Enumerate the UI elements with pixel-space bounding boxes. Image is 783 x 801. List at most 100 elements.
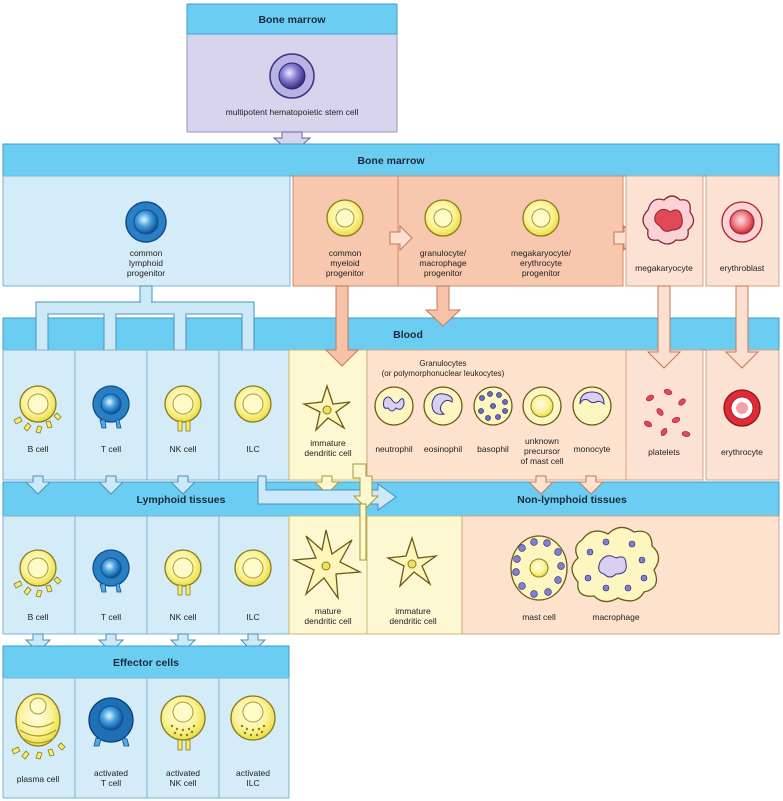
gmp-label-2: macrophage — [419, 258, 467, 268]
tissue-nk-cell-label: NK cell — [170, 612, 197, 622]
activated-t-icon — [88, 697, 134, 747]
gmp-icon — [424, 199, 462, 237]
gmp-label-3: progenitor — [424, 268, 462, 278]
mature-dc-label-2: dendritic cell — [304, 616, 351, 626]
clp-label-3: progenitor — [127, 268, 165, 278]
arrow-dc-passthrough — [352, 463, 380, 509]
blood-b-cell-icon — [13, 385, 62, 434]
blood-nk-cell-icon — [164, 385, 202, 432]
blood-to-tissue-arrows — [24, 475, 197, 495]
clp-label-2: lymphoid — [129, 258, 163, 268]
erythroblast-icon — [721, 201, 763, 243]
mature-dc-label-1: mature — [315, 606, 342, 616]
megakaryocyte-icon — [642, 195, 695, 245]
stem-cell-icon — [269, 53, 315, 99]
plasma-cell-icon — [11, 693, 66, 760]
arrow-mast-to-tissue — [527, 475, 555, 495]
tissue-t-cell-icon — [92, 549, 130, 593]
erythroblast-label: erythroblast — [720, 263, 765, 273]
basophil-label: basophil — [477, 444, 509, 454]
mast-cell-icon — [510, 535, 568, 601]
megakaryocyte-label: megakaryocyte — [635, 263, 693, 273]
blood-t-cell-icon — [92, 385, 130, 429]
bone-marrow-header — [2, 143, 780, 177]
bone-marrow-title: Bone marrow — [357, 155, 425, 167]
mast-precursor-label-1: unknown — [525, 436, 559, 446]
blood-t-cell-label: T cell — [101, 444, 121, 454]
tissue-ilc-label: ILC — [246, 612, 259, 622]
effector-header — [2, 645, 290, 679]
effector-title: Effector cells — [113, 657, 179, 669]
macrophage-icon — [571, 526, 660, 603]
blood-b-cell-label: B cell — [28, 444, 49, 454]
tissue-t-cell-label: T cell — [101, 612, 121, 622]
mast-precursor-icon — [522, 386, 562, 426]
tissue-immature-dc-panel — [366, 515, 463, 635]
erythrocyte-icon — [723, 389, 761, 427]
bone-marrow-top-title: Bone marrow — [258, 14, 326, 26]
monocyte-icon — [572, 386, 612, 426]
tissue-immature-dc-icon — [385, 535, 439, 588]
mep-label-2: erythrocyte — [520, 258, 562, 268]
blood-immature-dc-label-2: dendritic cell — [304, 448, 351, 458]
mast-precursor-label-3: of mast cell — [521, 456, 564, 466]
clp-icon — [125, 201, 167, 243]
platelets-icon — [644, 388, 691, 437]
granulocytes-title-2: (or polymorphonuclear leukocytes) — [382, 369, 505, 378]
lymphoid-tissues-title: Lymphoid tissues — [137, 494, 226, 506]
blood-nk-cell-label: NK cell — [170, 444, 197, 454]
activated-ilc-icon — [230, 695, 276, 741]
arrow-erythroblast-to-erythrocyte — [724, 285, 760, 369]
erythrocyte-label: erythrocyte — [721, 447, 763, 457]
eosinophil-label: eosinophil — [424, 444, 462, 454]
tissue-b-cell-icon — [13, 549, 62, 598]
mature-dc-icon — [291, 529, 363, 601]
tissue-nk-cell-icon — [164, 549, 202, 596]
tissue-immature-dc-label-2: dendritic cell — [389, 616, 436, 626]
cmp-label-1: common — [329, 248, 362, 258]
clp-label-1: common — [130, 248, 163, 258]
monocyte-label: monocyte — [574, 444, 611, 454]
cmp-label-3: progenitor — [326, 268, 364, 278]
activated-nk-label-2: NK cell — [170, 778, 197, 788]
blood-ilc-label: ILC — [246, 444, 259, 454]
dc-vertical-connector — [359, 503, 367, 561]
tissue-immature-dc-label-1: immature — [395, 606, 431, 616]
activated-ilc-label-1: activated — [236, 768, 270, 778]
blood-header — [2, 317, 780, 351]
activated-nk-icon — [160, 695, 206, 751]
tissue-ilc-icon — [234, 549, 272, 587]
tissue-b-cell-label: B cell — [28, 612, 49, 622]
arrow-megakaryocyte-to-platelets — [646, 285, 682, 369]
blood-ilc-icon — [234, 385, 272, 423]
activated-nk-label-1: activated — [166, 768, 200, 778]
blood-immature-dc-icon — [301, 383, 351, 433]
gmp-label-1: granulocyte/ — [420, 248, 467, 258]
activated-t-label-2: T cell — [101, 778, 121, 788]
non-lymphoid-tissues-title: Non-lymphoid tissues — [517, 494, 627, 506]
eosinophil-icon — [423, 386, 463, 426]
neutrophil-label: neutrophil — [375, 444, 412, 454]
basophil-icon — [473, 386, 513, 426]
activated-t-label-1: activated — [94, 768, 128, 778]
blood-platelets-panel — [625, 349, 704, 481]
mast-cell-label: mast cell — [522, 612, 556, 622]
arrow-dc-to-tissue — [313, 475, 341, 495]
cmp-icon — [326, 199, 364, 237]
bone-marrow-top-header — [186, 3, 398, 35]
granulocytes-title-1: Granulocytes — [419, 359, 466, 368]
arrow-cmp-to-blood — [324, 285, 360, 367]
plasma-cell-label: plasma cell — [17, 774, 60, 784]
neutrophil-icon — [374, 386, 414, 426]
blood-title: Blood — [393, 329, 423, 341]
mast-precursor-label-2: precursor — [524, 446, 560, 456]
macrophage-label: macrophage — [592, 612, 640, 622]
platelets-label: platelets — [648, 447, 680, 457]
arrow-gmp-to-blood — [424, 285, 462, 327]
mep-label-3: progenitor — [522, 268, 560, 278]
blood-immature-dc-label-1: immature — [310, 438, 346, 448]
stem-cell-label: multipotent hematopoietic stem cell — [226, 107, 359, 117]
mep-icon — [522, 199, 560, 237]
activated-ilc-label-2: ILC — [246, 778, 259, 788]
